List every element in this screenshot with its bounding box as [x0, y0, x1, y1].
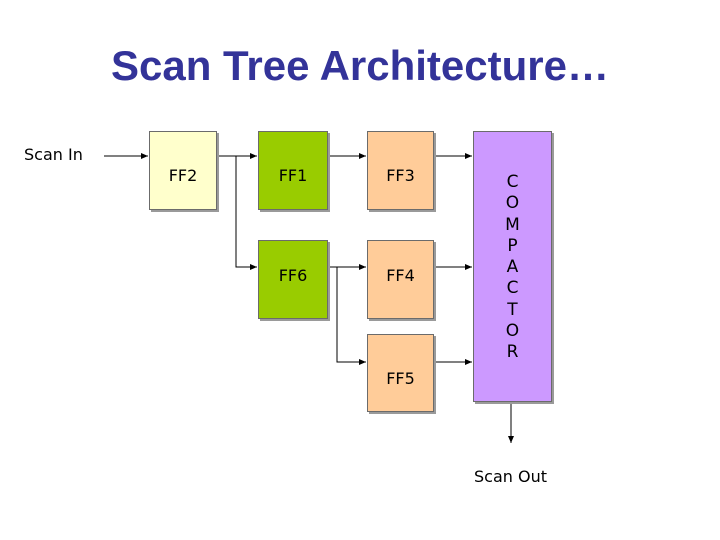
compactor-letter: C — [506, 172, 519, 192]
flipflop-ff3: FF3 — [367, 131, 434, 210]
flipflop-ff1: FF1 — [258, 131, 328, 210]
flipflop-label: FF5 — [386, 369, 415, 388]
compactor-letter: O — [505, 193, 520, 214]
flipflop-ff5: FF5 — [367, 334, 434, 412]
scan-in-label: Scan In — [24, 145, 83, 164]
flipflop-label: FF4 — [386, 266, 415, 285]
flipflop-ff6: FF6 — [258, 240, 328, 319]
flipflop-label: FF3 — [386, 166, 415, 185]
compactor-block: C O M P A C T O R — [473, 131, 552, 402]
flipflop-ff4: FF4 — [367, 240, 434, 319]
compactor-letter: O — [505, 321, 520, 342]
compactor-letter: R — [506, 342, 519, 363]
flipflop-label: FF1 — [278, 166, 308, 185]
compactor-letter: C — [506, 278, 519, 299]
scan-out-label: Scan Out — [474, 467, 547, 486]
wire-ff2-ff6 — [235, 156, 257, 270]
slide-title: Scan Tree Architecture… — [111, 42, 609, 89]
compactor-letter: P — [507, 235, 518, 256]
flipflop-label: FF6 — [278, 266, 308, 285]
compactor-letter: T — [507, 299, 518, 320]
compactor-letter: M — [505, 214, 520, 235]
compactor-letter: A — [506, 257, 519, 278]
flipflop-ff2: FF2 — [149, 131, 217, 210]
wire-ff6-ff5 — [336, 267, 366, 365]
compactor-letters: C O M P A C T O R — [474, 172, 551, 364]
flipflop-label: FF2 — [168, 166, 198, 185]
